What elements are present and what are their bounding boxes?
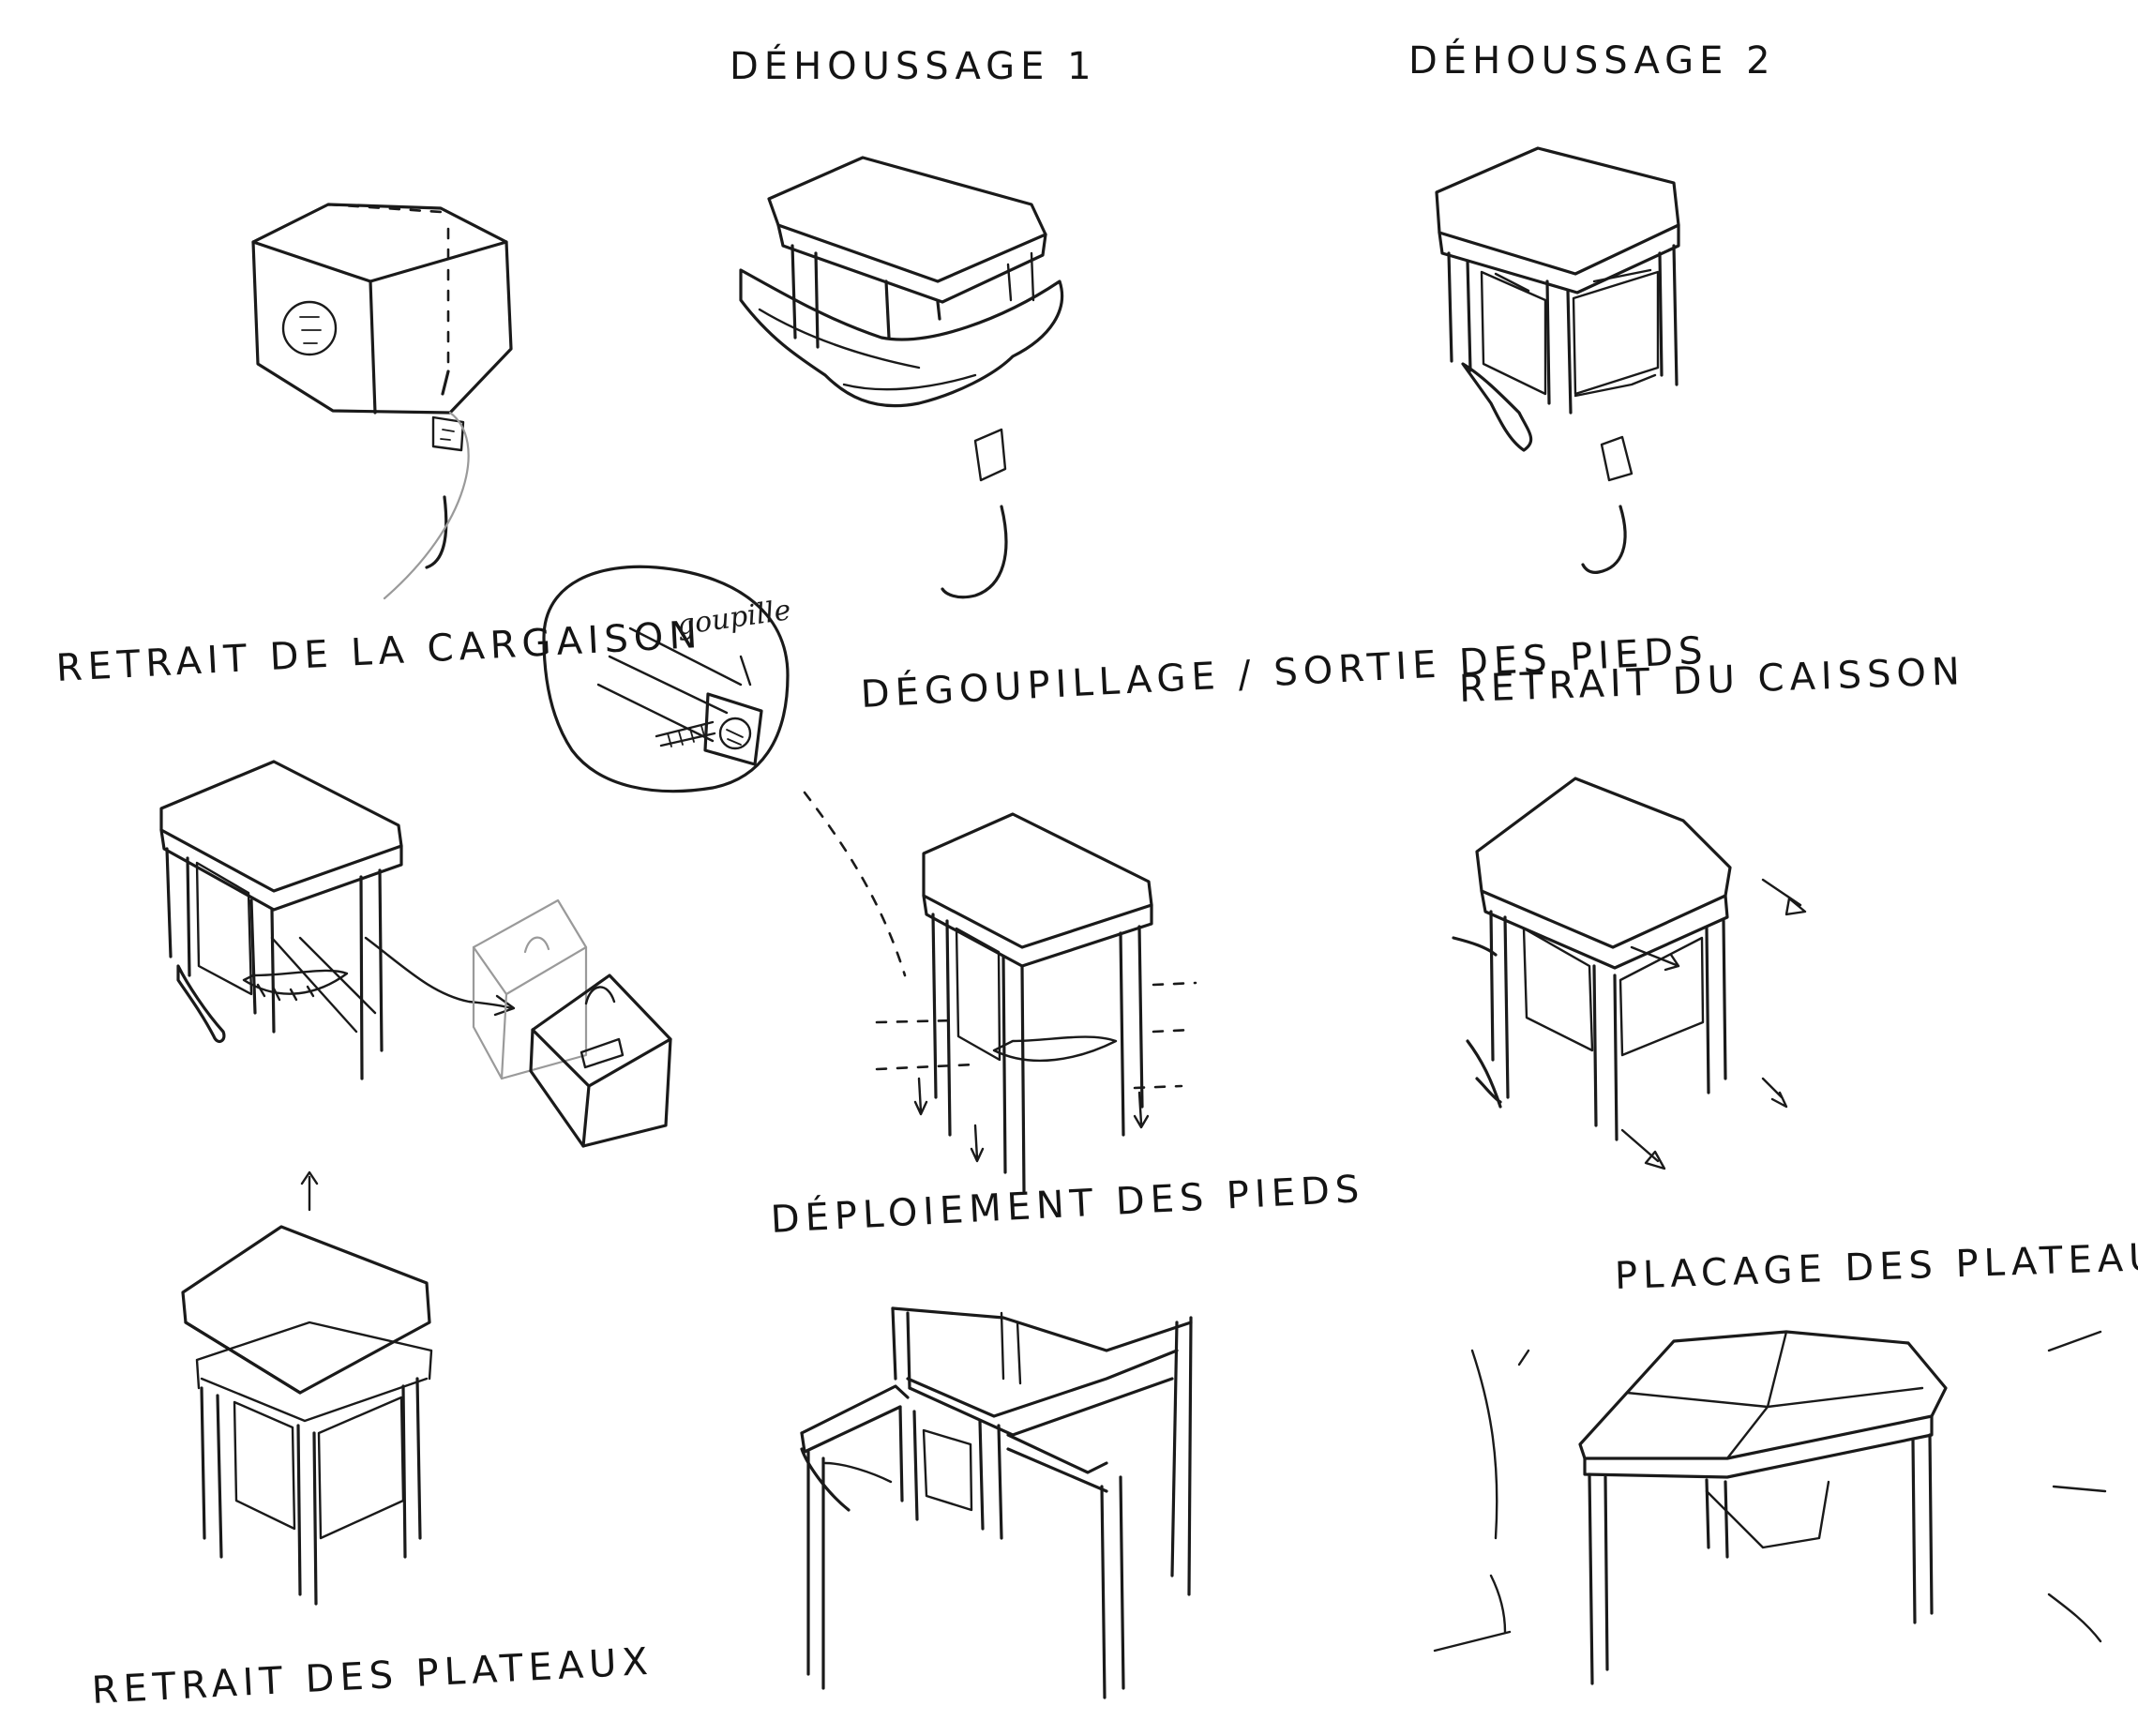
- placage-sketch: [1435, 1332, 2105, 1683]
- packed-cube-sketch: [253, 204, 511, 598]
- degoupillage-sketch: [877, 814, 1196, 1191]
- dehoussage-2-sketch: [1437, 148, 1679, 572]
- retrait-cargaison-sketch: [161, 762, 670, 1146]
- deploiement-sketch: [802, 1308, 1191, 1698]
- label-dehoussage-2: DÉHOUSSAGE 2: [1408, 39, 1776, 83]
- retrait-plateaux-sketch: [183, 1172, 431, 1604]
- label-dehoussage-1: DÉHOUSSAGE 1: [730, 45, 1097, 88]
- retrait-caisson-sketch: [1453, 778, 1805, 1169]
- dehoussage-1-sketch: [741, 158, 1062, 597]
